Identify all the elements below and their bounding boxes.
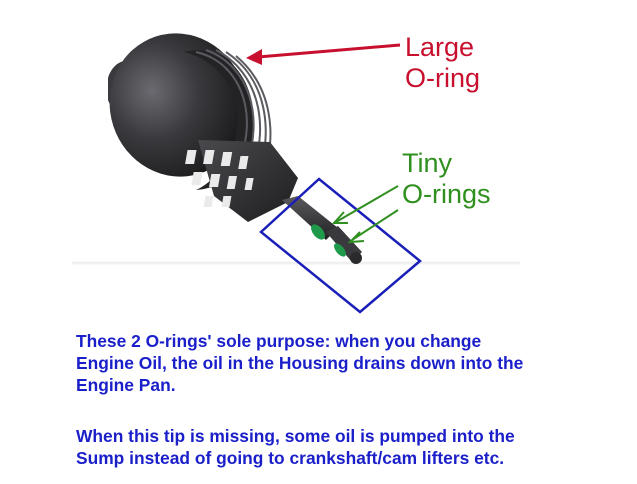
tiny-o-rings-arrows	[331, 185, 399, 244]
caption-line: When this tip is missing, some oil is pu…	[76, 426, 515, 446]
highlight-box	[259, 177, 422, 314]
drain-tube	[282, 196, 362, 264]
large-o-ring-label-line1: Large	[405, 32, 475, 62]
caption-paragraph-1: These 2 O-rings' sole purpose: when you …	[76, 330, 632, 396]
tube-shaft	[282, 196, 338, 240]
large-o-ring-label: Large O-ring	[405, 32, 480, 94]
tube-end	[350, 252, 362, 264]
caption-line: Engine Oil, the oil in the Housing drain…	[76, 353, 524, 373]
caption-paragraph-2: When this tip is missing, some oil is pu…	[76, 425, 632, 469]
filter-cage	[185, 140, 298, 222]
cage-windows	[185, 150, 254, 207]
tiny-o-rings-label-line2: O-rings	[402, 179, 491, 209]
tiny-o-rings-label-line1: Tiny	[402, 148, 453, 178]
large-o-ring-arrow	[246, 43, 401, 65]
tiny-o-rings-label: Tiny O-rings	[402, 148, 491, 210]
tiny-o-ring-lower	[334, 243, 346, 257]
caption-line: Sump instead of going to crankshaft/cam …	[76, 448, 505, 468]
caption-line: Engine Pan.	[76, 375, 176, 395]
tiny-o-ring-upper	[311, 224, 325, 240]
caption-line: These 2 O-rings' sole purpose: when you …	[76, 331, 482, 351]
large-o-ring-label-line2: O-ring	[405, 63, 481, 93]
